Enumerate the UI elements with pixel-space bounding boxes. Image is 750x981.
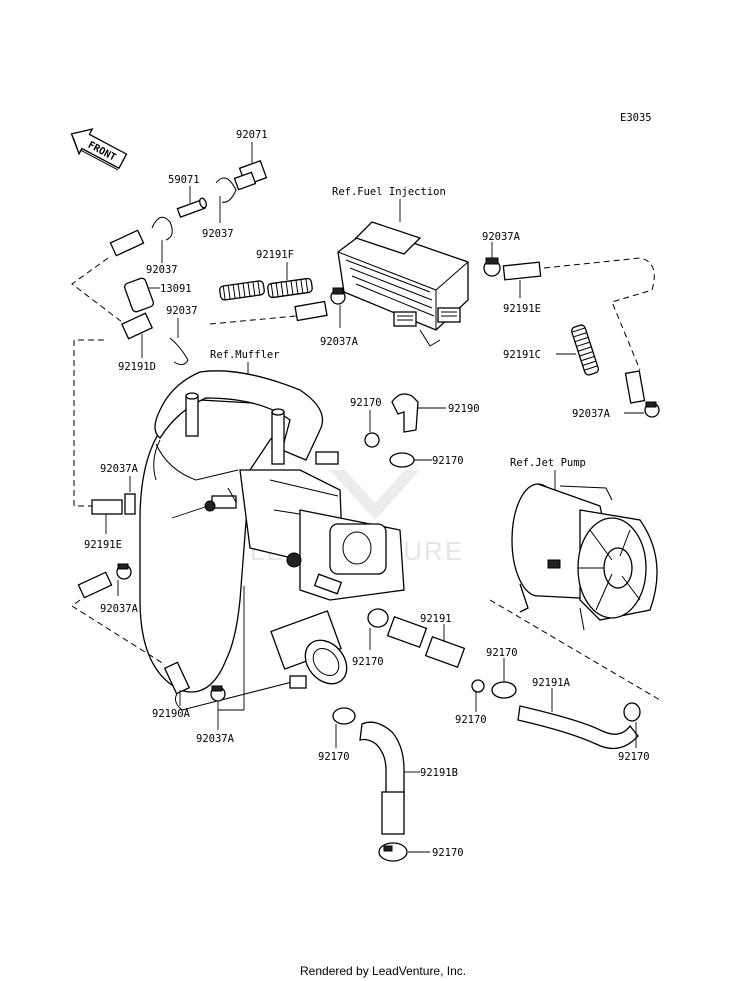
label-92071[interactable]: 92071 (236, 129, 268, 141)
label-59071[interactable]: 59071 (168, 174, 200, 186)
label-92037-a[interactable]: 92037 (202, 228, 234, 240)
hose-92191E-left[interactable] (91, 499, 123, 534)
diagram-code: E3035 (620, 112, 652, 124)
label-92170-e[interactable]: 92170 (455, 714, 487, 726)
routing-line-left (73, 339, 104, 507)
label-92170-d[interactable]: 92170 (486, 647, 518, 659)
hose-92191[interactable] (386, 615, 466, 669)
label-13091[interactable]: 13091 (160, 283, 192, 295)
ref-muffler: Ref.Muffler (210, 349, 280, 361)
ref-fuel-injection: Ref.Fuel Injection (332, 186, 446, 198)
fitting-92071[interactable] (233, 142, 268, 191)
clip-92037-mid[interactable] (151, 216, 173, 263)
clip-92037-lower[interactable] (169, 318, 189, 366)
pipe-59071[interactable] (176, 186, 207, 218)
clip-92037A-ecu-bottom[interactable] (330, 287, 346, 328)
muffler-assembly[interactable] (139, 370, 405, 711)
clip-92170-c[interactable] (367, 608, 389, 650)
label-92170-h[interactable]: 92170 (432, 847, 464, 859)
hose-92191E-right[interactable] (502, 261, 542, 298)
hose-segment-upper[interactable] (109, 229, 145, 257)
label-92170-c[interactable]: 92170 (352, 656, 384, 668)
clip-92170-b[interactable] (389, 452, 432, 468)
label-92037A-ecu-bottom[interactable]: 92037A (320, 336, 359, 348)
label-92191A[interactable]: 92191A (532, 677, 571, 689)
clip-92170-a[interactable] (364, 410, 380, 448)
label-92191D[interactable]: 92191D (118, 361, 156, 373)
label-92037-b[interactable]: 92037 (146, 264, 178, 276)
hose-segment-right[interactable] (624, 370, 646, 404)
label-92037A-left2[interactable]: 92037A (100, 603, 139, 615)
clip-92170-g[interactable] (332, 707, 356, 748)
label-92190A[interactable]: 92190A (152, 708, 191, 720)
hose-92190A[interactable] (163, 661, 191, 706)
label-92191B[interactable]: 92191B (420, 767, 458, 779)
label-92191C[interactable]: 92191C (503, 349, 541, 361)
label-92037A-right[interactable]: 92037A (572, 408, 611, 420)
hose-92191A[interactable] (517, 688, 639, 750)
cap-13091[interactable] (124, 277, 160, 313)
front-arrow-icon: FRONT (70, 128, 128, 171)
clip-92037A-left[interactable] (124, 476, 136, 515)
label-92191[interactable]: 92191 (420, 613, 452, 625)
label-92037-c[interactable]: 92037 (166, 305, 198, 317)
label-92037A-left[interactable]: 92037A (100, 463, 139, 475)
hose-segment-ecu[interactable] (294, 300, 328, 322)
label-92191E-left[interactable]: 92191E (84, 539, 122, 551)
clip-92037-top[interactable] (215, 177, 237, 223)
routing-line-to-ecu (209, 315, 297, 325)
clip-92037A-right[interactable] (624, 401, 660, 418)
routing-line-left-lower (71, 599, 165, 665)
label-92037A-bottom[interactable]: 92037A (196, 733, 235, 745)
hose-92191F[interactable] (219, 262, 313, 301)
routing-line-right (543, 257, 655, 371)
clip-92170-d[interactable] (491, 658, 517, 699)
label-92191F[interactable]: 92191F (256, 249, 294, 261)
routing-line-jet-pump (489, 599, 661, 701)
clip-92037A-ecu-top[interactable] (483, 242, 501, 277)
hose-segment-left-lower[interactable] (77, 571, 113, 599)
clip-92170-h[interactable] (378, 842, 430, 862)
label-92170-b[interactable]: 92170 (432, 455, 464, 467)
routing-line-upper-left (71, 257, 123, 323)
label-92191E-right[interactable]: 92191E (503, 303, 541, 315)
clip-92037A-bottom[interactable] (210, 685, 244, 730)
jet-pump[interactable] (511, 483, 658, 631)
label-92037A-ecu-top[interactable]: 92037A (482, 231, 521, 243)
label-92190[interactable]: 92190 (448, 403, 480, 415)
hose-92191D[interactable] (120, 312, 154, 358)
ref-jet-pump: Ref.Jet Pump (510, 457, 586, 469)
ecu-unit[interactable] (337, 221, 469, 347)
hose-92191C[interactable] (556, 324, 599, 376)
clip-92170-e[interactable] (471, 679, 485, 712)
label-92170-a[interactable]: 92170 (350, 397, 382, 409)
hose-92190[interactable] (391, 393, 446, 433)
clip-92170-f[interactable] (623, 702, 641, 748)
clip-92037A-left2[interactable] (116, 563, 132, 596)
hose-92191B[interactable] (359, 721, 420, 835)
credit-text: Rendered by LeadVenture, Inc. (300, 964, 466, 978)
label-92170-f[interactable]: 92170 (618, 751, 650, 763)
label-92170-g[interactable]: 92170 (318, 751, 350, 763)
